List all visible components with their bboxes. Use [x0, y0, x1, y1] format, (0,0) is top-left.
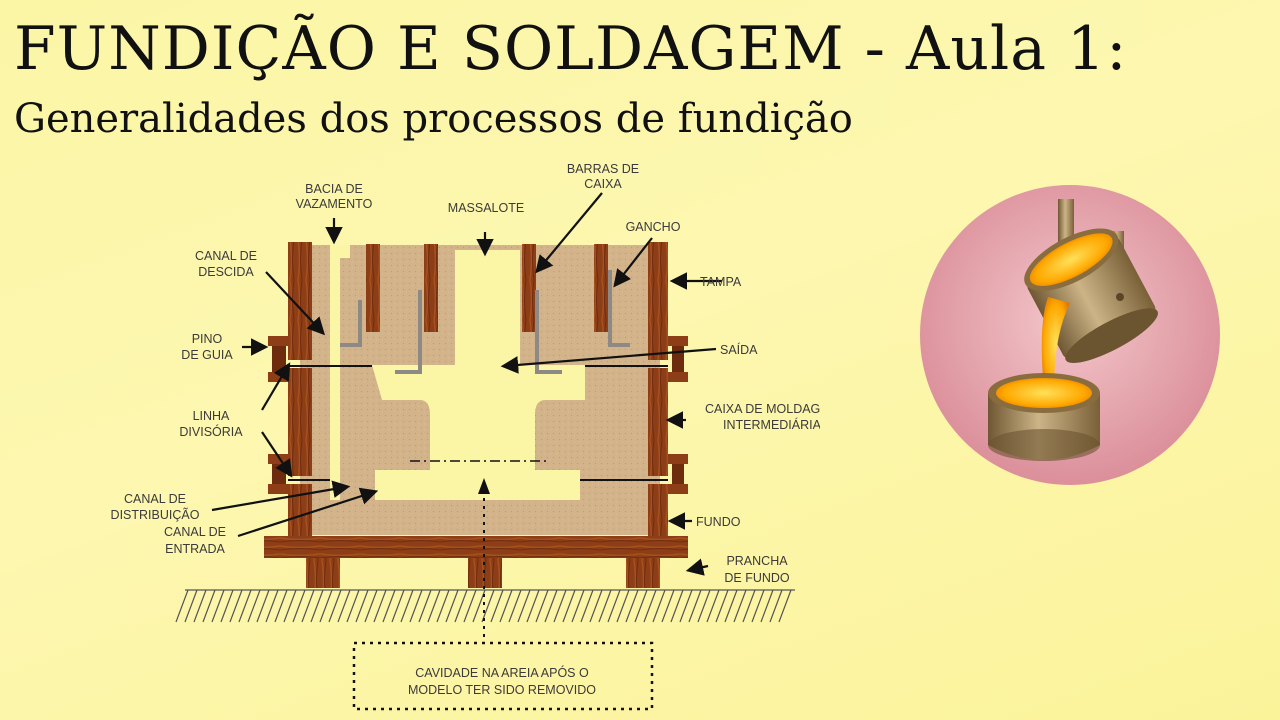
bottom-board [264, 536, 688, 588]
label-barras-caixa-2: CAIXA [584, 177, 622, 191]
cavity-note-box [352, 641, 654, 711]
ground-hatching [175, 589, 795, 623]
label-linha-divisoria-2: DIVISÓRIA [179, 424, 243, 439]
label-fundo: FUNDO [696, 515, 741, 529]
page-subtitle: Generalidades dos processos de fundição [14, 96, 853, 142]
hooks [340, 270, 630, 374]
casting-ladle-icon [920, 185, 1220, 485]
label-canal-descida-1: CANAL DE [195, 249, 257, 263]
label-pino-guia-2: DE GUIA [181, 348, 233, 362]
label-pino-guia-1: PINO [192, 332, 223, 346]
label-saida: SAÍDA [720, 342, 758, 357]
label-gancho: GANCHO [626, 220, 681, 234]
label-canal-entrada-2: ENTRADA [165, 542, 225, 556]
label-cavidade-2: MODELO TER SIDO REMOVIDO [408, 683, 596, 697]
label-tampa: TAMPA [700, 275, 742, 289]
label-cavidade-1: CAVIDADE NA AREIA APÓS O [415, 665, 589, 680]
label-canal-descida-2: DESCIDA [198, 265, 254, 279]
label-canal-distribuicao-1: CANAL DE [124, 492, 186, 506]
leader-arrows [211, 192, 722, 576]
label-caixa-moldagem-1: CAIXA DE MOLDAGEM [705, 402, 820, 416]
label-bacia-vazamento-2: VAZAMENTO [296, 197, 373, 211]
diagram-labels: BACIA DE VAZAMENTO MASSALOTE BARRAS DE C… [111, 162, 820, 697]
label-canal-distribuicao-2: DISTRIBUIÇÃO [111, 508, 200, 522]
parting-lines [288, 365, 668, 481]
label-canal-entrada-1: CANAL DE [164, 525, 226, 539]
page-title: FUNDIÇÃO E SOLDAGEM - Aula 1: [14, 14, 1128, 84]
label-prancha-fundo-2: DE FUNDO [724, 571, 790, 585]
label-bacia-vazamento-1: BACIA DE [305, 182, 363, 196]
label-linha-divisoria-1: LINHA [193, 409, 230, 423]
axis-arrow [478, 478, 490, 494]
label-prancha-fundo-1: PRANCHA [726, 554, 788, 568]
label-massalote: MASSALOTE [448, 201, 524, 215]
label-barras-caixa-1: BARRAS DE [567, 162, 639, 176]
mold-cavity [330, 245, 585, 500]
casting-mold-diagram: BACIA DE VAZAMENTO MASSALOTE BARRAS DE C… [111, 162, 820, 711]
label-caixa-moldagem-2: INTERMEDIÁRIA [723, 417, 820, 432]
